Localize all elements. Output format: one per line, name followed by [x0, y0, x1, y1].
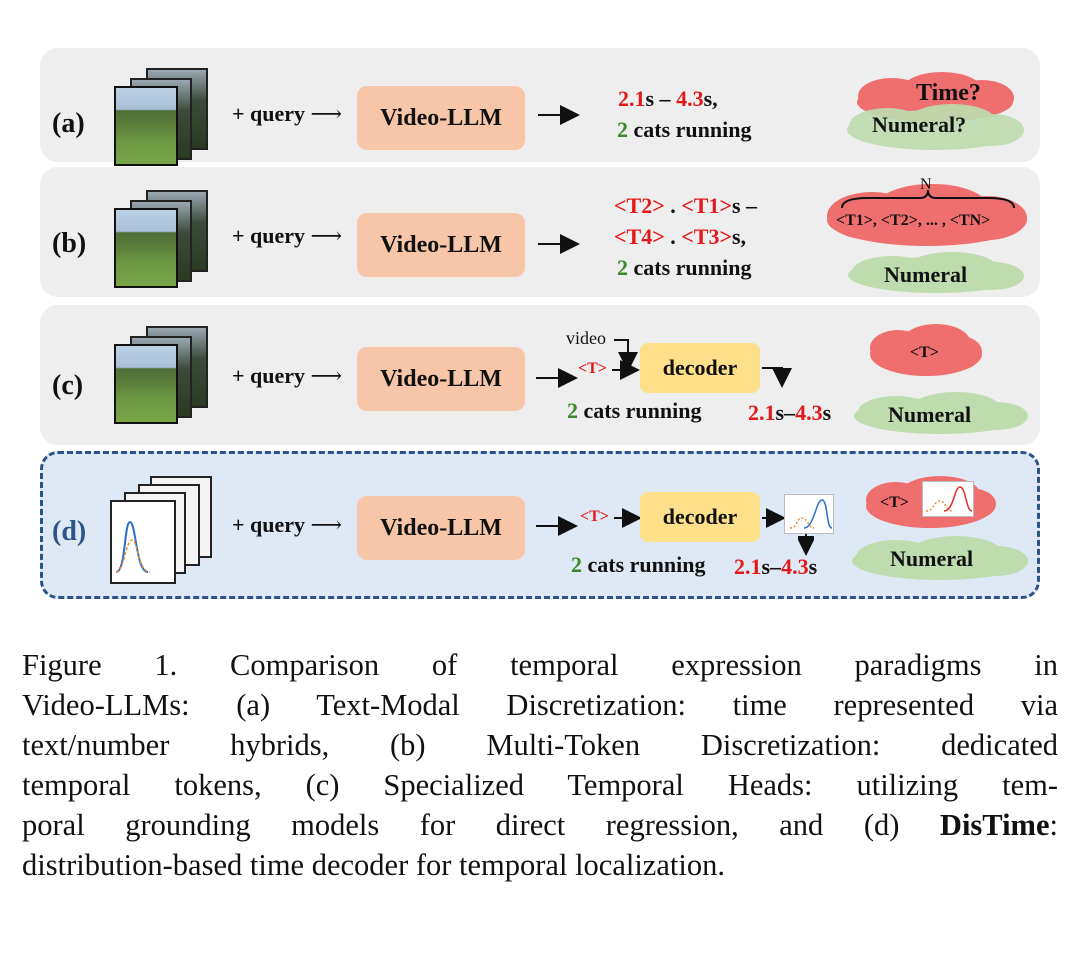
distribution-plot-icon — [784, 494, 834, 534]
caption-line: Video-LLMs: (a) Text-Modal Discretizatio… — [22, 688, 1058, 722]
caption-line: temporal tokens, (c) Specialized Tempora… — [22, 768, 1058, 802]
distribution-down-arrow — [798, 534, 814, 556]
caption-output: 2 cats running — [617, 255, 752, 280]
green-cloud-icon — [847, 104, 1024, 150]
token-output-line-1: <T2> . <T1>s – — [614, 193, 758, 218]
caption-output: 2 cats running — [571, 552, 706, 577]
arrow-icon — [614, 508, 642, 528]
token-output-line-2: <T4> . <T3>s, — [614, 224, 747, 249]
caption-line: Figure 1. Comparison of temporal express… — [22, 648, 1058, 682]
temporal-token: <T> — [578, 360, 607, 377]
distime-name: DisTime — [939, 808, 1050, 842]
panel-a-label: (a) — [52, 108, 85, 139]
red-cloud-label: <T> — [880, 494, 909, 511]
caption-line: poral grounding models for direct regres… — [22, 808, 1058, 842]
arrow-icon — [538, 234, 580, 254]
figure-caption: Figure 1. Comparison of temporal express… — [22, 645, 1058, 885]
video-frames-thumbnail — [114, 326, 214, 426]
green-cloud-label: Numeral — [890, 546, 974, 571]
caption-output: 2 cats running — [567, 398, 702, 423]
query-label: + query ⟶ — [232, 223, 343, 248]
video-llm-box: Video-LLM — [357, 347, 525, 411]
arrow-icon — [538, 105, 580, 125]
temporal-token: <T> — [580, 508, 609, 525]
time-output: 2.1s–4.3s — [734, 554, 818, 579]
red-cloud-label: <T> — [910, 344, 939, 361]
query-label: + query ⟶ — [232, 512, 343, 537]
time-output: 2.1s – 4.3s, — [618, 86, 718, 111]
panel-b-label: (b) — [52, 228, 87, 259]
caption-line: text/number hybrids, (b) Multi-Token Dis… — [22, 728, 1058, 762]
query-label: + query ⟶ — [232, 363, 343, 388]
arrow-icon — [612, 360, 640, 380]
decoder-output-arrow — [762, 367, 792, 388]
red-cloud-label: <T1>, <T2>, ... , <TN> — [836, 212, 991, 229]
caption-line: distribution-based time decoder for temp… — [22, 848, 725, 882]
panel-d-label: (d) — [52, 516, 87, 547]
decoder-box: decoder — [640, 492, 760, 542]
arrow-icon — [536, 368, 578, 388]
green-cloud-label: Numeral — [888, 402, 972, 427]
video-llm-box: Video-LLM — [357, 213, 525, 277]
green-cloud-icon — [848, 252, 1024, 293]
green-cloud-label: Numeral? — [872, 112, 967, 137]
distribution-plot-icon — [922, 481, 974, 517]
query-label: + query ⟶ — [232, 101, 343, 126]
red-cloud-icon — [870, 324, 982, 376]
video-llm-box: Video-LLM — [357, 86, 525, 150]
video-input-connector — [614, 339, 638, 372]
red-cloud-icon — [827, 184, 1027, 246]
red-cloud-label: Time? — [916, 80, 981, 106]
video-frames-thumbnail — [114, 190, 214, 290]
brace-icon — [841, 189, 1015, 209]
green-cloud-icon — [854, 392, 1028, 434]
arrow-icon — [762, 508, 786, 528]
arrow-icon — [536, 516, 578, 536]
time-output: 2.1s–4.3s — [748, 400, 832, 425]
panel-c-label: (c) — [52, 370, 84, 401]
video-frames-thumbnail — [114, 68, 214, 168]
green-cloud-label: Numeral — [884, 262, 968, 287]
decoder-box: decoder — [640, 343, 760, 393]
distribution-frames-thumbnail — [110, 476, 220, 586]
brace-label: N — [920, 176, 932, 193]
video-input-label: video — [566, 328, 606, 348]
video-llm-box: Video-LLM — [357, 496, 525, 560]
caption-output: 2 cats running — [617, 117, 752, 142]
green-cloud-icon — [852, 536, 1028, 580]
